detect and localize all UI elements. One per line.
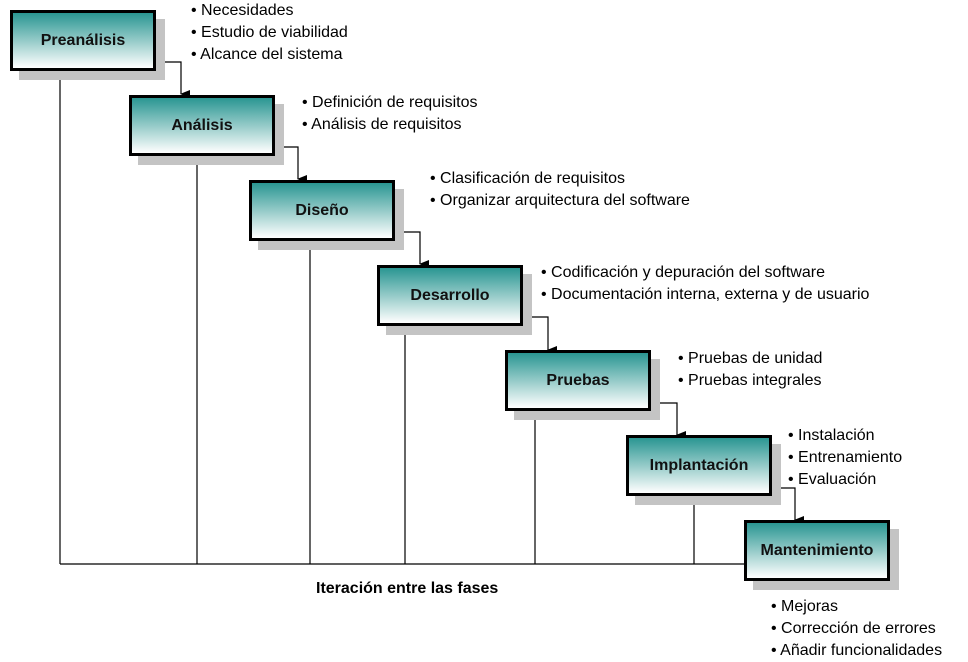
list-item: Corrección de errores [771, 618, 942, 640]
phase-box-implantacion: Implantación [626, 435, 772, 496]
phase-items-mantenimiento: MejorasCorrección de erroresAñadir funci… [771, 596, 942, 662]
list-item: Entrenamiento [788, 447, 902, 469]
list-item: Codificación y depuración del software [541, 262, 869, 284]
phase-items-desarrollo: Codificación y depuración del softwareDo… [541, 262, 869, 306]
list-item: Documentación interna, externa y de usua… [541, 284, 869, 306]
list-item: Necesidades [191, 0, 348, 22]
flow-arrow [156, 61, 190, 98]
phase-box-diseno: Diseño [249, 180, 395, 241]
list-item: Definición de requisitos [302, 92, 477, 114]
flow-arrow [771, 487, 804, 524]
flow-arrow [522, 316, 557, 354]
phase-box-desarrollo: Desarrollo [377, 265, 523, 326]
phase-box-analisis: Análisis [129, 95, 275, 156]
list-item: Pruebas integrales [678, 370, 822, 392]
list-item: Análisis de requisitos [302, 114, 477, 136]
list-item: Mejoras [771, 596, 942, 618]
phase-items-analisis: Definición de requisitosAnálisis de requ… [302, 92, 477, 136]
list-item: Añadir funcionalidades [771, 640, 942, 662]
list-item: Alcance del sistema [191, 44, 348, 66]
list-item: Estudio de viabilidad [191, 22, 348, 44]
list-item: Instalación [788, 425, 902, 447]
phase-items-diseno: Clasificación de requisitosOrganizar arq… [430, 168, 690, 212]
phase-items-implantacion: InstalaciónEntrenamientoEvaluación [788, 425, 902, 491]
list-item: Pruebas de unidad [678, 348, 822, 370]
phase-items-preanalisis: NecesidadesEstudio de viabilidadAlcance … [191, 0, 348, 66]
list-item: Evaluación [788, 469, 902, 491]
flow-arrow [651, 402, 686, 439]
list-item: Organizar arquitectura del software [430, 190, 690, 212]
list-item: Clasificación de requisitos [430, 168, 690, 190]
iteration-label: Iteración entre las fases [316, 580, 499, 597]
phase-box-pruebas: Pruebas [505, 350, 651, 411]
flow-arrow [395, 231, 429, 268]
phase-items-pruebas: Pruebas de unidadPruebas integrales [678, 348, 822, 392]
phase-box-preanalisis: Preanálisis [10, 10, 156, 71]
phase-box-mantenimiento: Mantenimiento [744, 520, 890, 581]
flow-arrow [276, 146, 307, 183]
